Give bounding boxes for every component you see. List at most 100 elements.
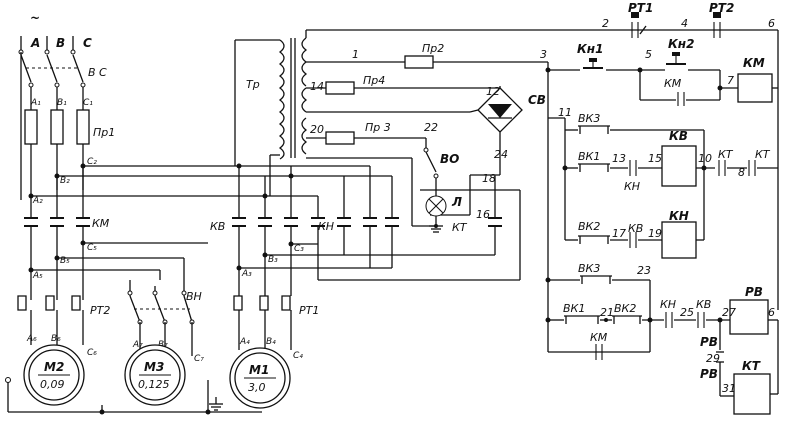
rt1-contact-label: РТ1 [628,1,653,15]
terminal-c2: C₂ [87,157,97,167]
phase-c-label: C [83,36,92,50]
node-11: 11 [558,106,572,119]
km-coil-label: КМ [743,56,765,70]
node-21: 21 [600,306,614,319]
node-6-lower: 6 [768,306,775,319]
terminal-b3: B₃ [268,255,278,265]
motor-m2-name: М2 [44,360,64,374]
terminal-b2: B₂ [60,176,70,186]
motor-m2-power: 0,09 [40,378,65,391]
terminal-c6: C₆ [87,348,97,358]
button-kn1-label: Кн1 [577,42,603,56]
terminal-c5: C₅ [87,243,97,253]
terminal-c7: C₇ [194,354,204,364]
terminal-b7: B₇ [158,340,168,350]
node-22: 22 [424,121,438,134]
node-19: 19 [648,227,662,240]
terminal-c3: C₃ [294,244,304,254]
control-supply-line [305,29,620,73]
rt2-heaters [17,295,84,345]
node-1: 1 [352,48,359,61]
rt2-contact-label: РТ2 [709,1,734,15]
vk1-lower-label: ВК1 [563,302,585,315]
node-5: 5 [645,48,652,61]
motor-m3-power: 0,125 [138,378,170,391]
kn-contact-label: КН [624,180,640,193]
start-branch [548,52,778,106]
motor-m1-name: М1 [249,363,269,377]
rv-contact-label-2: РВ [700,367,718,381]
node-20: 20 [310,123,324,136]
terminal-a5: A₅ [32,271,43,281]
terminal-b5: B₅ [60,256,70,266]
kv-coil-branch [565,145,778,240]
rv-contact-label: РВ [700,335,718,349]
fuses-pr1-label: Пр1 [93,126,115,139]
button-kn2-label: Кн2 [668,37,694,51]
lamp-branch [306,131,447,233]
kv-main-label: КВ [210,220,225,233]
control-top-rail [620,12,779,310]
terminal-b6: B₆ [51,334,61,344]
m3-feed [31,242,208,356]
node-10: 10 [698,152,712,165]
motor-m3 [124,344,186,406]
m1-feed [31,163,521,296]
main-switch [20,54,86,88]
fuse-pr2-label: Пр2 [422,42,444,55]
rt1-heater-label: РТ1 [299,304,319,317]
fuse-pr4-label: Пр4 [363,74,385,87]
node-16: 16 [476,208,490,221]
terminal-b1: B₁ [57,98,67,108]
motor-m3-name: М3 [144,360,164,374]
motor-m1 [229,347,291,409]
transformer-label: Тр [246,78,260,91]
kt-coil-label: КТ [742,359,761,373]
terminal-a7: A₇ [132,340,143,350]
kn-contact-lower-label: КН [660,298,676,311]
node-8: 8 [738,166,745,179]
terminal-c4: C₄ [293,351,303,361]
lamp-switch-label: ВО [440,152,459,166]
terminal-a6: A₆ [26,334,37,344]
bus-label: B C [88,66,107,79]
vk3-upper-label: ВК3 [578,112,600,125]
km-contact-lower-label: КМ [590,331,608,344]
vk1-label: ВК1 [578,150,600,163]
terminal-a4: A₄ [239,337,250,347]
brake-kt-label: КТ [452,221,468,234]
rectifier-label: СВ [528,93,546,107]
km-main-contacts [24,196,90,300]
node-4: 4 [681,17,688,30]
transformer-tr [234,37,308,196]
node-27: 27 [722,306,736,319]
terminal-a3: A₃ [241,269,252,279]
kn-main-label: КН [318,220,334,233]
node-13: 13 [612,152,626,165]
kn-coil-label: КН [669,209,689,223]
rt2-heater-label: РТ2 [90,304,110,317]
vk2-lower-label: ВК2 [614,302,636,315]
node-23: 23 [637,264,651,277]
terminal-a1: A₁ [30,98,41,108]
node-7: 7 [727,74,734,87]
rectifier-branch [306,81,523,216]
terminal-a2: A₂ [32,196,43,206]
rv-coil-label: РВ [745,285,763,299]
node-3: 3 [540,48,547,61]
node-6: 6 [768,17,775,30]
kv-contact-label: КВ [628,222,643,235]
node-14: 14 [310,80,324,93]
node-12: 12 [486,85,500,98]
node-24: 24 [494,148,508,161]
node-18: 18 [482,172,496,185]
vk3-lower-label: ВК3 [578,262,600,275]
node-29: 29 [706,352,720,365]
km-hold-label: КМ [664,77,682,90]
phase-bus-main [20,52,86,200]
node-17: 17 [612,227,626,240]
ac-symbol: ~ [30,11,40,25]
kt-contact-label: КТ [718,148,734,161]
node-15: 15 [648,152,662,165]
